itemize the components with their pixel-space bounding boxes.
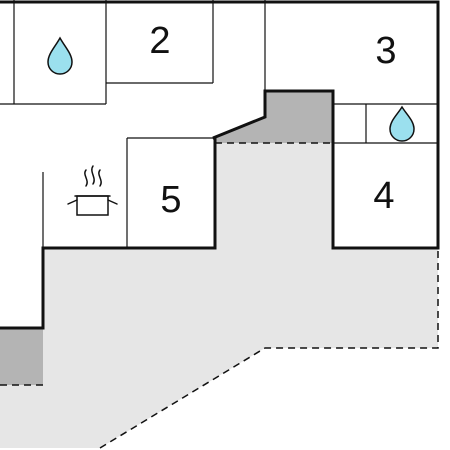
room-label-4: 4 [373,175,394,217]
room-label-2: 2 [149,20,170,62]
terrace-area [0,143,438,448]
covered-area-lower [0,328,43,385]
room-label-5: 5 [160,179,181,221]
water-drop-icon [389,105,415,142]
interior-walls [0,0,438,248]
terrace-outline [99,248,439,449]
room-label-3: 3 [375,30,396,72]
exterior-walls [0,0,440,330]
water-drop-icon [47,36,73,75]
cooking-pot-icon [67,165,118,216]
covered-area-upper [213,91,333,143]
